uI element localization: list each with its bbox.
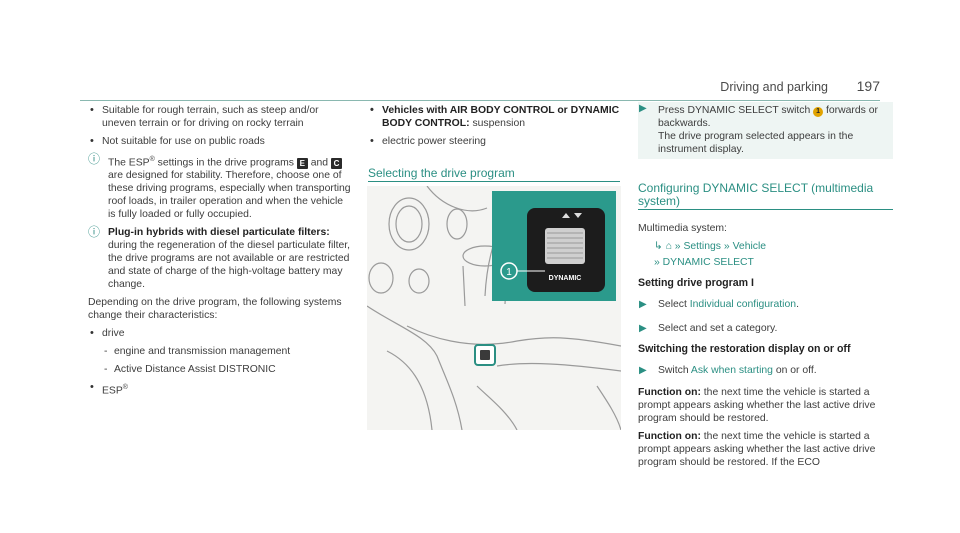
menu-ask-when-starting: Ask when starting <box>690 365 773 376</box>
step-arrow-icon: ▶ <box>639 365 647 376</box>
menu-enter-icon: ↳ <box>654 241 663 252</box>
column-middle: Vehicles with AIR BODY CONTROL or DYNAMI… <box>368 104 620 182</box>
callout-badge: 1 <box>506 267 512 278</box>
note-title: Plug-in hybrids with diesel particulate … <box>108 227 330 239</box>
dynamic-switch-label: DYNAMIC <box>549 275 582 282</box>
list-item: electric power steering <box>368 135 620 148</box>
note-esp: ⓘ The ESP® settings in the drive program… <box>88 153 353 221</box>
step-arrow-icon: ▶ <box>639 299 647 310</box>
list-item: Not suitable for use on public roads <box>88 135 353 148</box>
comfort-program-key: C <box>330 158 342 170</box>
center-console-illustration: DYNAMIC 1 <box>366 185 622 431</box>
page-header: Driving and parking 197 <box>80 78 880 101</box>
function-on-text: the next time the vehicle is started a p… <box>638 387 876 424</box>
registered-mark: ® <box>149 156 155 163</box>
eco-program-key: E <box>296 158 308 170</box>
sub-list-item: engine and transmission management <box>88 345 353 358</box>
callout-badge: 1 <box>813 107 824 117</box>
subheading-setting: Setting drive program I <box>638 277 754 289</box>
menu-settings: Settings <box>683 241 721 252</box>
function-on-paragraph: Function on: the next time the vehicle i… <box>638 386 893 425</box>
instruction-step: ▶ Select Individual configuration. <box>638 298 893 311</box>
subheading-switching: Switching the restoration display on or … <box>638 343 851 355</box>
page-number: 197 <box>856 78 880 94</box>
instruction-step: ▶ Press DYNAMIC SELECT switch 1 forwards… <box>638 102 893 159</box>
note-text-mid2: and <box>307 157 331 169</box>
note-icon: ⓘ <box>88 152 101 166</box>
step-arrow-icon: ▶ <box>639 323 647 334</box>
list-item: Vehicles with AIR BODY CONTROL or DYNAMI… <box>368 104 620 130</box>
paragraph: Depending on the drive program, the foll… <box>88 297 342 322</box>
step-text: on or off. <box>772 365 817 376</box>
note-text-before: The ESP <box>108 157 150 169</box>
function-on-text: the next time the vehicle is started a p… <box>638 431 876 468</box>
list-item-drive: drive <box>88 327 353 340</box>
menu-vehicle: Vehicle <box>732 241 767 252</box>
console-drawing: DYNAMIC 1 <box>366 185 622 431</box>
function-on-title: Function on: <box>638 431 701 442</box>
note-text-after: are designed for stability. Therefore, c… <box>108 170 351 221</box>
step-text: forwards or backwards. <box>658 105 878 129</box>
instruction-step: ▶ Switch Ask when starting on or off. <box>638 364 893 377</box>
forward-chevron-icon: » <box>674 241 681 252</box>
forward-chevron-icon: » <box>654 257 660 268</box>
menu-path: ↳ ⌂ » Settings » Vehicle <box>638 240 893 253</box>
home-icon: ⌂ <box>665 241 672 252</box>
step-arrow-icon: ▶ <box>639 103 647 114</box>
note-icon: ⓘ <box>88 225 101 240</box>
forward-chevron-icon: » <box>723 241 730 252</box>
step-text: Switch <box>658 365 691 376</box>
step-text: Press DYNAMIC SELECT switch <box>658 105 814 116</box>
up-triangle-icon <box>562 213 570 218</box>
step-text: Select and set a category. <box>658 323 778 334</box>
note-text: during the regeneration of the diesel pa… <box>108 240 351 291</box>
step-text: . <box>796 299 799 310</box>
esp-label: ESP <box>102 385 123 397</box>
menu-individual-configuration: Individual configuration <box>689 299 797 310</box>
registered-mark: ® <box>122 384 128 392</box>
menu-path-2: » DYNAMIC SELECT <box>638 256 893 269</box>
sub-list-item: Active Distance Assist DISTRONIC <box>88 363 353 376</box>
step-text: Select <box>658 299 690 310</box>
function-on-paragraph: Function on: the next time the vehicle i… <box>638 430 893 469</box>
section-heading-selecting: Selecting the drive program <box>368 167 620 182</box>
header-title: Driving and parking <box>720 80 828 94</box>
bold-bullet-title: Vehicles with AIR BODY CONTROL or DYNAMI… <box>382 105 620 129</box>
column-left: Suitable for rough terrain, such as stee… <box>88 104 353 403</box>
section-heading-configuring: Configuring DYNAMIC SELECT (multimedia s… <box>638 182 893 210</box>
note-plugin-hybrid: ⓘ Plug-in hybrids with diesel particulat… <box>88 226 353 291</box>
instruction-step: ▶ Select and set a category. <box>638 322 893 335</box>
list-item-esp: ESP® <box>88 381 353 397</box>
note-text-mid1: settings in the drive programs <box>154 157 297 169</box>
column-right: ▶ Press DYNAMIC SELECT switch 1 forwards… <box>638 102 893 474</box>
function-on-title: Function on: <box>638 387 701 398</box>
step-text-line2: The drive program selected appears in th… <box>658 131 854 155</box>
bold-bullet-rest: suspension <box>469 118 526 129</box>
multimedia-label: Multimedia system: <box>638 223 727 234</box>
down-triangle-icon <box>574 213 582 218</box>
list-item: Suitable for rough terrain, such as stee… <box>88 104 353 130</box>
menu-dynamic-select: DYNAMIC SELECT <box>662 257 754 268</box>
